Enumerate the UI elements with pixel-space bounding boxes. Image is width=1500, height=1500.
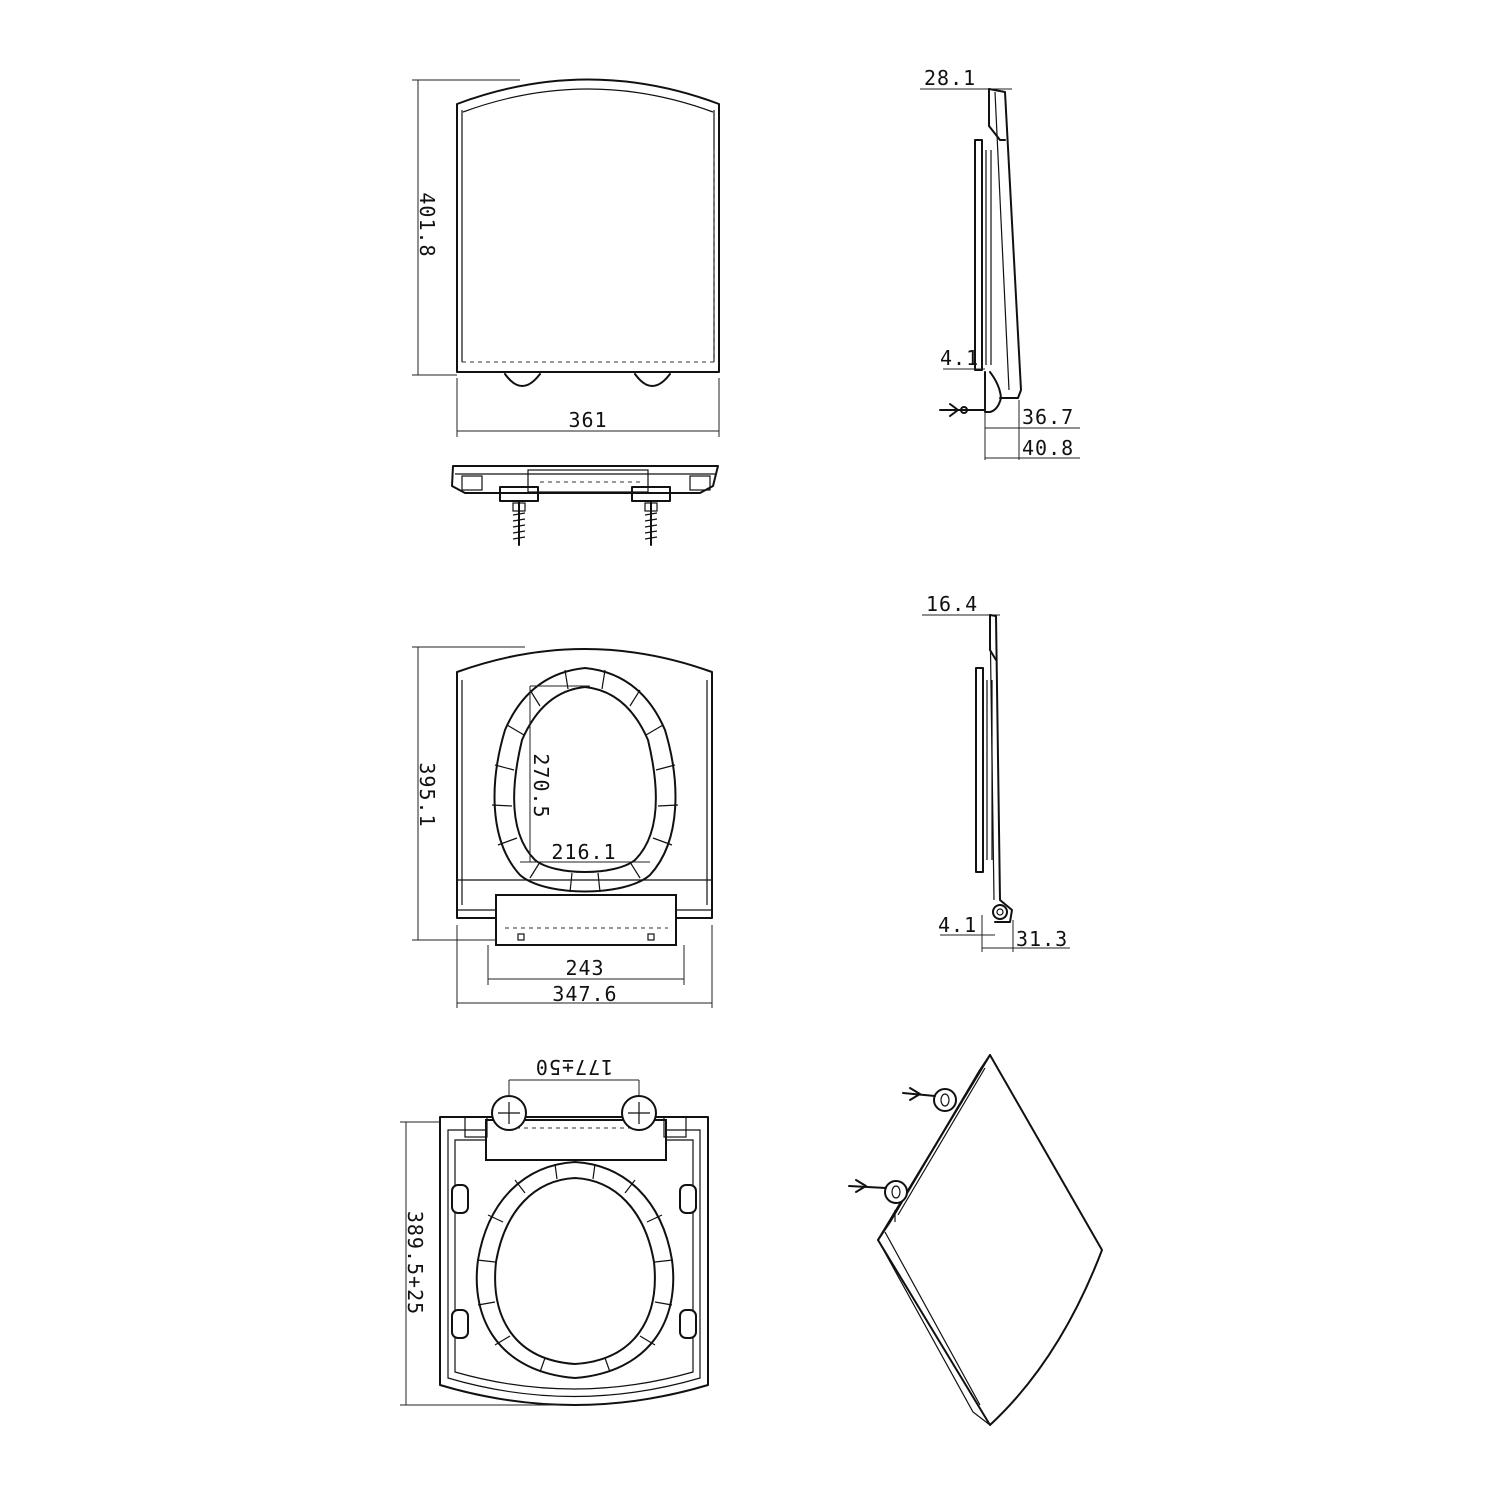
dim-ring-view-width: 347.6 <box>552 982 617 1006</box>
dim-bottom-height: 389.5+25 <box>403 1211 427 1315</box>
dim-top-height: 401.8 <box>415 192 439 257</box>
dim-side-top-thickness: 28.1 <box>924 66 976 90</box>
isometric-view <box>848 1054 1103 1426</box>
dim-hinge-bar-width: 243 <box>565 956 604 980</box>
top-view: 401.8 361 <box>412 78 720 437</box>
dim-ring-inner-width: 216.1 <box>551 840 616 864</box>
bottom-view: 177±50 389.5+25 <box>400 1055 709 1406</box>
side-view-open: 16.4 4.1 31.3 <box>922 592 1070 952</box>
ring-view: 270.5 216.1 395.1 243 347.6 <box>412 646 713 1008</box>
dim-side2-hinge-gap: 4.1 <box>938 913 977 937</box>
dim-side2-top-thickness: 16.4 <box>926 592 978 616</box>
dim-side-depth-a: 36.7 <box>1022 405 1074 429</box>
dim-side2-depth: 31.3 <box>1016 927 1068 951</box>
rear-view <box>451 465 719 546</box>
dim-side-hinge-gap: 4.1 <box>940 346 979 370</box>
dim-fixing-centres: 177±50 <box>535 1055 613 1079</box>
dim-ring-inner-length: 270.5 <box>529 753 553 818</box>
dim-top-width: 361 <box>568 408 607 432</box>
dim-ring-view-height: 395.1 <box>415 762 439 827</box>
side-view-closed: 28.1 4.1 36.7 40.8 <box>920 66 1080 460</box>
dim-side-depth-b: 40.8 <box>1022 436 1074 460</box>
